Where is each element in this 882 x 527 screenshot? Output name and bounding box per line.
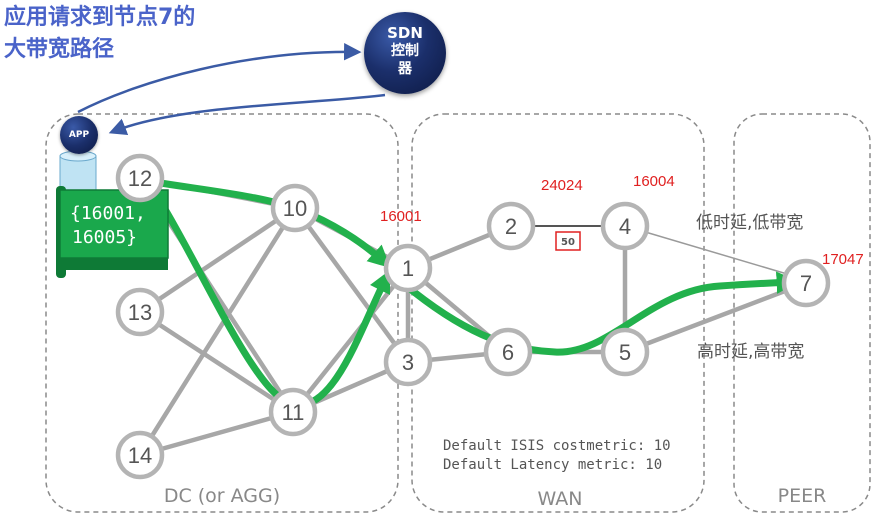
- sdn-controller-label-line2: 控制: [391, 43, 419, 59]
- domain-label-peer: PEER: [778, 485, 827, 507]
- wan-domain-box: [411, 113, 705, 513]
- node-label: 10: [283, 196, 307, 221]
- sid-adjacency-2-4: 24024: [541, 177, 583, 194]
- node-circle: [781, 258, 831, 308]
- domain-label-wan: WAN: [538, 488, 583, 510]
- sdn-controller-button[interactable]: SDN 控制 器: [364, 12, 446, 94]
- sid-node7: 17047: [822, 251, 864, 268]
- node-7[interactable]: 7: [781, 258, 831, 308]
- node-6[interactable]: 6: [483, 327, 533, 377]
- arrow-app-to-sdn: [77, 42, 362, 114]
- link-13-10: [137, 205, 298, 315]
- node-label: 2: [505, 214, 517, 239]
- link-5-7: [622, 280, 809, 355]
- node-14[interactable]: 14: [115, 430, 165, 480]
- node-circle: [115, 287, 165, 337]
- node-circle: [268, 387, 318, 437]
- peer-domain-box: [733, 113, 871, 513]
- green-path-12-10-1: [138, 176, 391, 269]
- node-label: 3: [402, 350, 414, 375]
- label-stack-line2: 16005}: [72, 227, 137, 248]
- node-2[interactable]: 2: [486, 201, 536, 251]
- node-3[interactable]: 3: [383, 337, 433, 387]
- app-database-icon: [59, 150, 97, 193]
- node-circle: [483, 327, 533, 377]
- node-label: 7: [800, 271, 812, 296]
- node-4[interactable]: 4: [600, 201, 650, 251]
- node-label: 14: [128, 443, 152, 468]
- node-circle: [600, 327, 650, 377]
- node-1[interactable]: 1: [383, 243, 433, 293]
- node-label: 1: [402, 256, 414, 281]
- default-isis-metric: Default ISIS costmetric: 10: [443, 438, 671, 454]
- node-circle: [600, 201, 650, 251]
- app-label: APP: [68, 130, 90, 140]
- link-metric-text: 50: [561, 237, 575, 248]
- dc-domain-box: [45, 113, 399, 513]
- node-13[interactable]: 13: [115, 287, 165, 337]
- node-circle: [115, 153, 165, 203]
- node-label: 6: [502, 340, 514, 365]
- title-line2: 大带宽路径: [4, 37, 115, 62]
- sdn-controller-label-line1: SDN: [387, 24, 423, 42]
- node-circle: [270, 183, 320, 233]
- node-circle: [486, 201, 536, 251]
- node-circle: [383, 243, 433, 293]
- arrow-sdn-to-app: [108, 93, 386, 135]
- node-5[interactable]: 5: [600, 327, 650, 377]
- node-11[interactable]: 11: [268, 387, 318, 437]
- label-stack-line1: {16001,: [70, 203, 146, 224]
- sdn-controller-label-line3: 器: [398, 61, 412, 77]
- node-label: 5: [619, 340, 631, 365]
- node-label: 13: [128, 300, 152, 325]
- link-4-7-low-latency: [624, 225, 806, 282]
- title-line1: 应用请求到节点7的: [4, 5, 196, 30]
- link-14-11: [137, 409, 296, 458]
- sid-node4: 16004: [633, 173, 675, 190]
- node-circle: [383, 337, 433, 387]
- node-10[interactable]: 10: [270, 183, 320, 233]
- node-12[interactable]: 12: [115, 153, 165, 203]
- link-13-11: [137, 309, 296, 415]
- app-button[interactable]: APP: [60, 116, 98, 154]
- link-14-10: [137, 205, 298, 458]
- sid-node1: 16001: [380, 208, 422, 225]
- node-label: 11: [282, 400, 305, 425]
- page-title: 应用请求到节点7的 大带宽路径: [4, 2, 195, 66]
- node-circle: [115, 430, 165, 480]
- domain-label-dc: DC (or AGG): [164, 485, 280, 507]
- label-stack-scroll: {16001, 16005}: [56, 186, 169, 278]
- path-label-high-latency: 高时延,高带宽: [697, 342, 804, 362]
- node-label: 4: [619, 214, 631, 239]
- node-label: 12: [128, 166, 152, 191]
- path-label-low-latency: 低时延,低带宽: [696, 213, 803, 233]
- link-metric-box: 50: [555, 231, 581, 251]
- default-latency-metric: Default Latency metric: 10: [443, 457, 662, 473]
- link-10-3: [292, 205, 411, 365]
